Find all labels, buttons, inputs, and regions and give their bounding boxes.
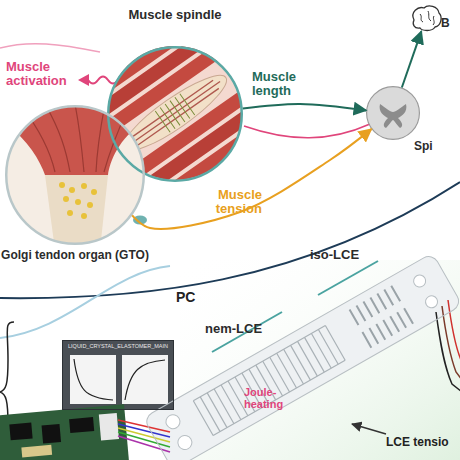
gto-art <box>0 100 150 250</box>
wire <box>442 306 460 380</box>
circle-outline <box>108 47 242 181</box>
ending-dot <box>81 183 87 189</box>
tension-arrow <box>352 424 386 434</box>
grey-matter <box>380 104 407 128</box>
ending-dot <box>91 189 97 195</box>
heater-rail <box>193 326 345 436</box>
spinal-cord <box>367 87 419 139</box>
ending-dot <box>87 202 93 208</box>
gto-circle: Golgi tendon organ (GTO) <box>5 105 145 245</box>
node-outline <box>410 4 442 32</box>
screen <box>62 340 174 410</box>
heater-serpentine <box>193 326 345 436</box>
circle-outline <box>6 106 144 244</box>
edge-label: Muscle tension <box>200 188 262 217</box>
nerve-connector <box>243 104 366 110</box>
wire <box>436 312 460 392</box>
ending-dot <box>59 182 65 188</box>
brain-icon: B <box>410 4 442 32</box>
gto-endings <box>59 182 97 219</box>
muscle-belly <box>0 100 150 175</box>
mount-hole <box>411 273 427 289</box>
iso-bracket <box>318 261 378 295</box>
node-text: B <box>441 17 457 30</box>
tissue <box>0 100 150 250</box>
part-label: PC <box>176 290 206 305</box>
node-outline <box>107 46 243 182</box>
brain-folds <box>420 11 434 25</box>
mount-hole <box>423 294 439 310</box>
node-outline <box>366 86 420 140</box>
ending-dot <box>75 199 81 205</box>
signal-label: Muscle activation <box>6 60 86 89</box>
activation-curve <box>0 44 100 52</box>
node-text: LIQUID_CRYSTAL_ELASTOMER_MAIN <box>64 343 172 349</box>
divider-curve <box>0 266 170 338</box>
plot-curve <box>125 360 165 400</box>
node-outline <box>62 340 174 410</box>
ending-dot <box>81 213 87 219</box>
circuit-board <box>0 404 129 460</box>
arrow-head <box>78 74 89 86</box>
connector <box>99 413 119 440</box>
spinal-cord: Spi <box>366 86 420 140</box>
node-text: Golgi tendon organ (GTO) <box>0 249 150 262</box>
pc-screen: LIQUID_CRYSTAL_ELASTOMER_MAIN <box>62 340 174 410</box>
process-label: Joule-heating <box>244 386 300 410</box>
device-outline <box>143 253 460 460</box>
circle-outline <box>367 87 420 140</box>
plot-panel <box>122 355 168 404</box>
node-text: nem-LCE <box>205 322 285 336</box>
ending-dot <box>67 210 73 216</box>
ending-dot <box>69 187 75 193</box>
lce-device-art <box>143 253 460 460</box>
ending-dot <box>63 196 69 202</box>
device-body <box>143 253 460 460</box>
chip <box>9 422 32 440</box>
node-text: Muscle spindle <box>85 8 265 22</box>
nerve-connector <box>132 129 371 229</box>
node-outline <box>150 250 460 460</box>
node-outline <box>5 105 145 245</box>
header <box>21 445 52 458</box>
wire <box>118 436 170 452</box>
node-text: iso-LCE <box>310 248 390 262</box>
plot-curve <box>74 359 113 400</box>
edge-label: Muscle length <box>252 70 310 99</box>
mount-hole <box>175 433 194 452</box>
board <box>0 404 129 460</box>
nerve-ending <box>133 216 147 225</box>
plot-panel <box>70 355 116 404</box>
mount-hole <box>163 412 182 431</box>
intrafusal-fiber <box>127 77 223 148</box>
chip <box>69 417 94 433</box>
chip <box>42 424 62 444</box>
nerve-connector <box>402 31 421 87</box>
motor-nerve <box>244 124 370 138</box>
spindle-circle: Muscle spindle <box>107 46 243 182</box>
node-text: Spi <box>414 140 454 153</box>
lce-device: iso-LCE nem-LCE <box>150 250 460 460</box>
sensory-ending <box>155 94 194 133</box>
force-label: LCE tensio <box>386 436 458 449</box>
box-outline <box>63 341 174 410</box>
brain-outline <box>413 6 441 31</box>
